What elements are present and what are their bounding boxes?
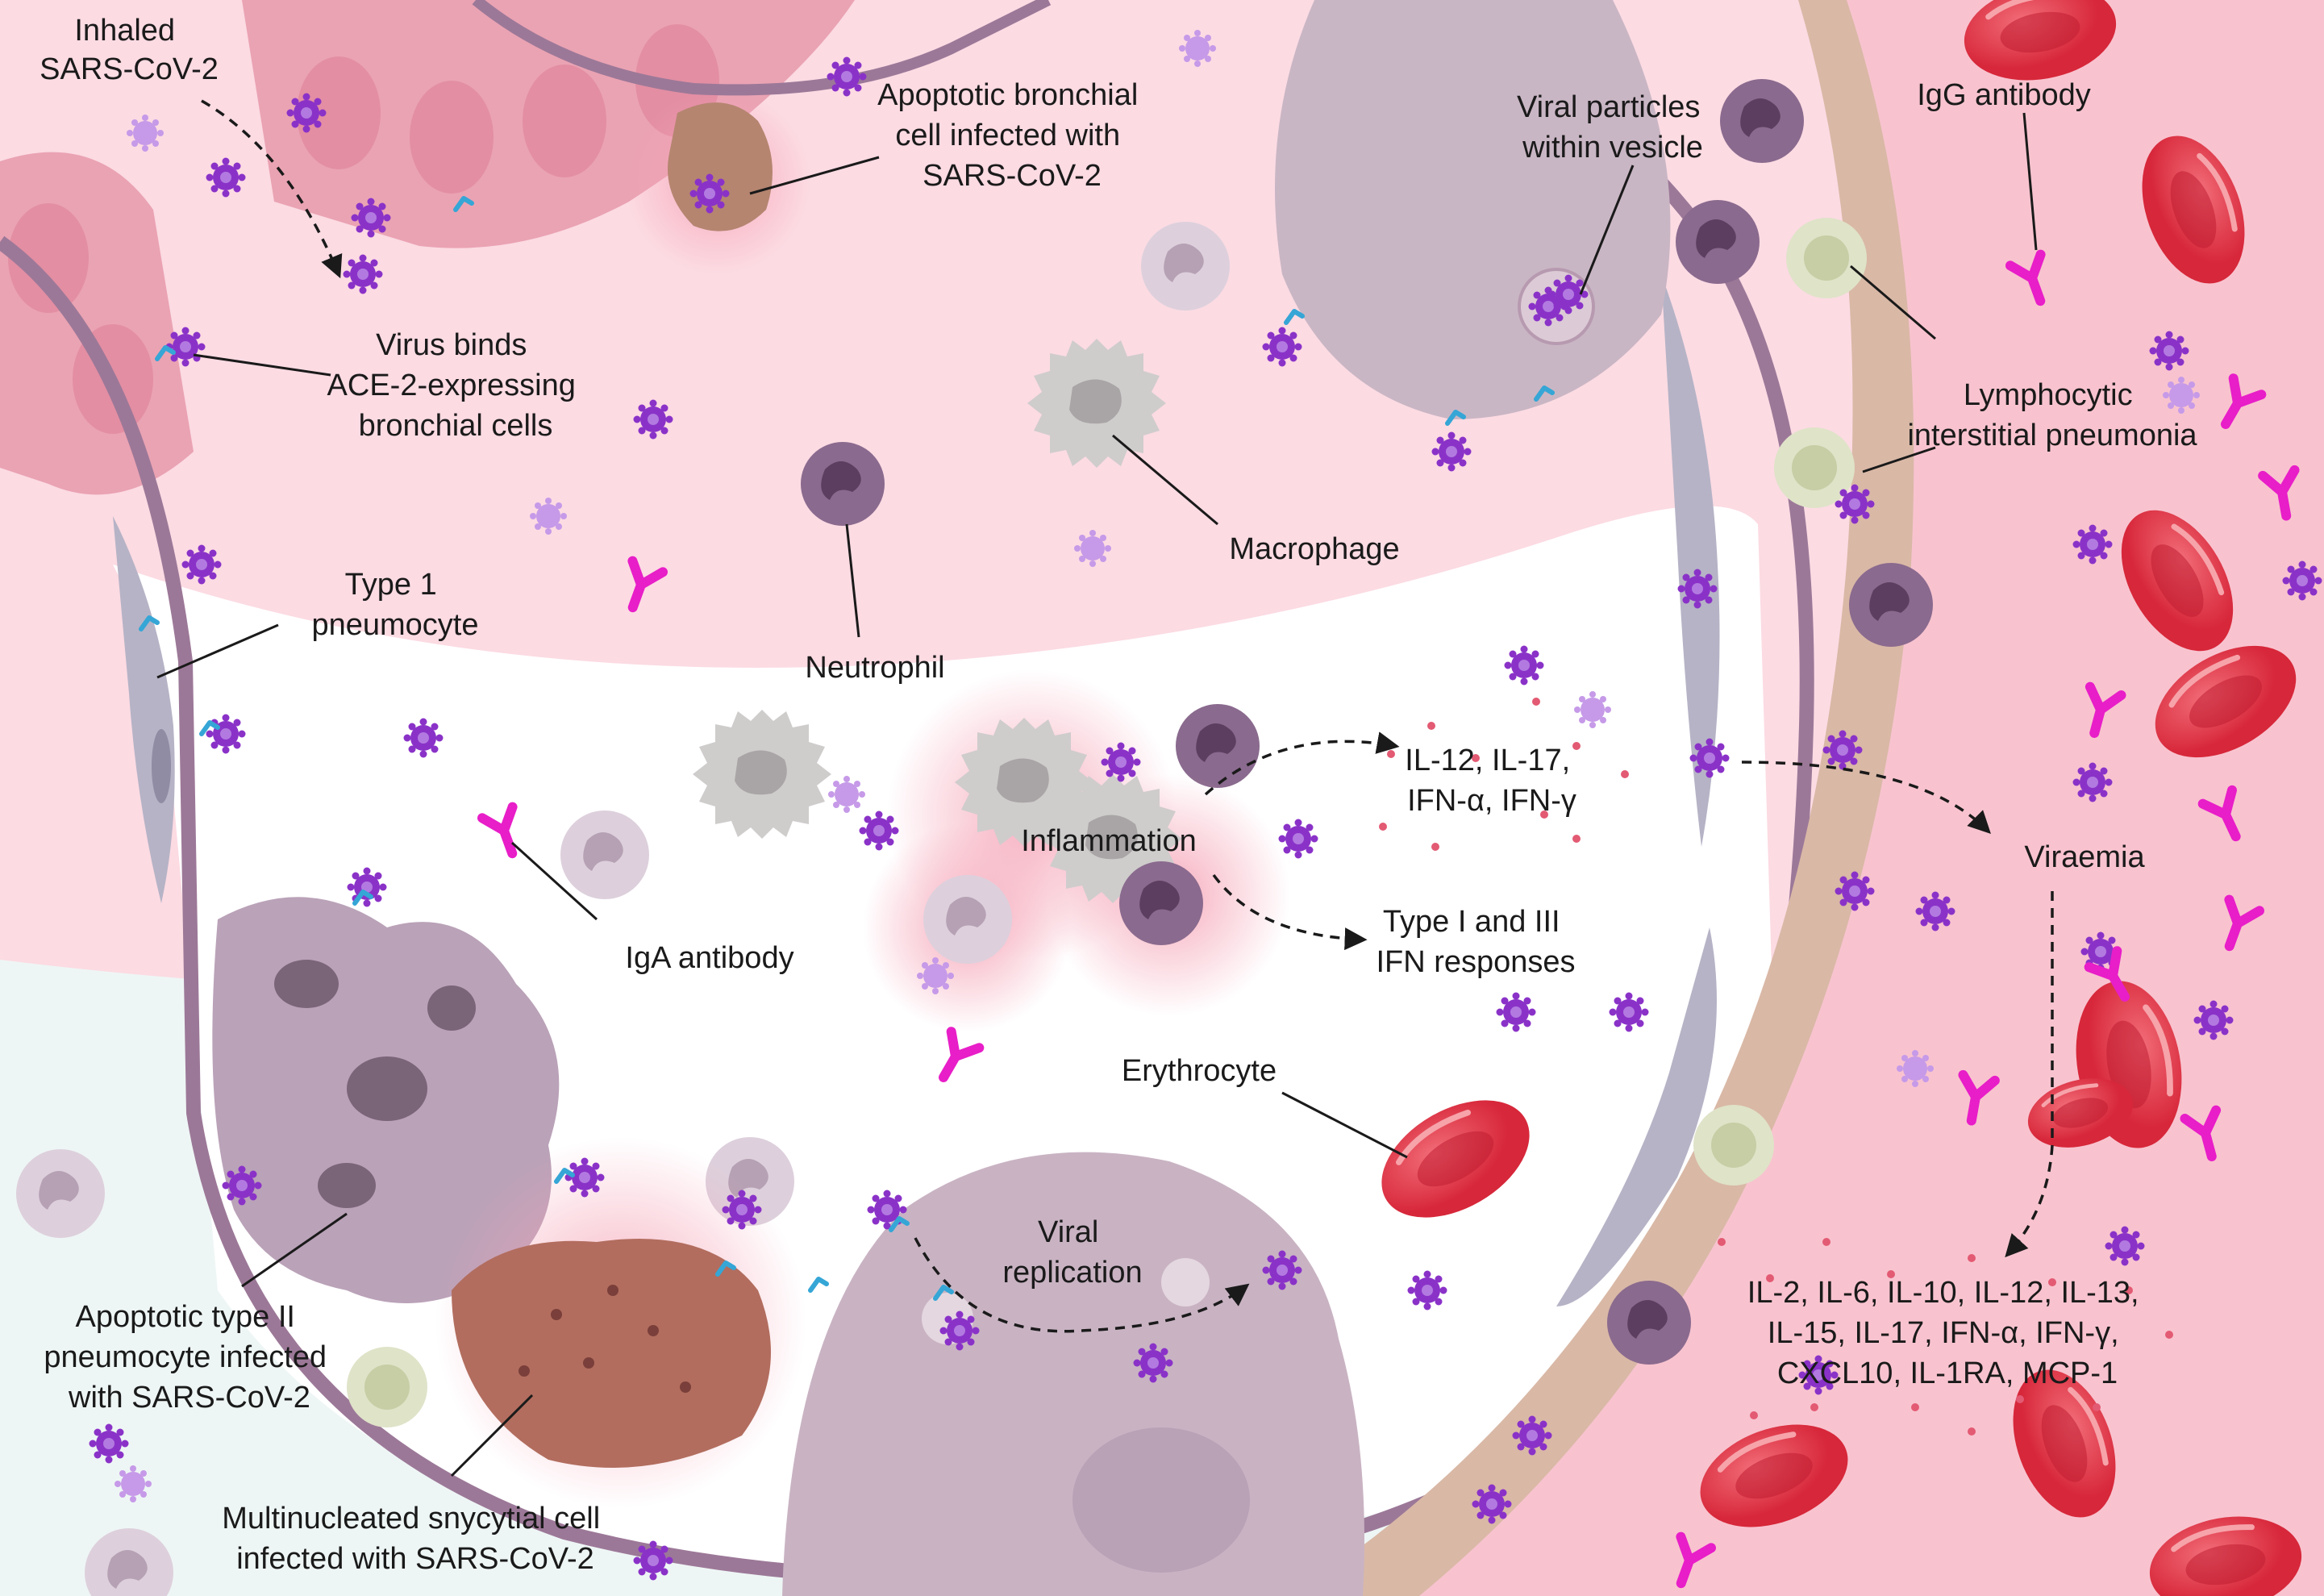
arrow-viraemia-to-systemic (2005, 891, 2054, 1258)
label-iga: IgA antibody (625, 941, 793, 975)
apoptotic-type2-nuclei (274, 960, 476, 1208)
infected-pneumocyte-nucleus (1072, 1427, 1250, 1573)
label-apoptotic-type2: Apoptotic type II pneumocyte infected wi… (44, 1300, 335, 1415)
inflammation-cluster (863, 669, 1290, 1032)
type1-pneumocyte-cell (113, 516, 175, 903)
virus-vesicle-right (1161, 1258, 1210, 1306)
type1-pneumocyte-nucleus (152, 729, 171, 803)
cytokine-dots (1379, 698, 2173, 1436)
labels: Inhaled SARS-CoV-2 Virus binds ACE-2-exp… (40, 14, 2197, 1576)
arrow-inflammation-to-ifn (1212, 873, 1368, 951)
arrow-inhaled-to-binding (201, 99, 343, 279)
syncytial-cell (452, 1239, 771, 1468)
label-cytokines-systemic: IL-2, IL-6, IL-10, IL-12, IL-13, IL-15, … (1747, 1276, 2147, 1390)
virus-in-bronchial-cell (689, 173, 730, 214)
label-igg: IgG antibody (1917, 78, 2090, 112)
label-cytokines-local: IL-12, IL-17, IFN-α, IFN-γ (1405, 744, 1578, 818)
label-erythrocyte: Erythrocyte (1122, 1054, 1277, 1088)
right-pneumocyte-cells (1661, 274, 1720, 847)
label-inhaled: Inhaled SARS-CoV-2 (40, 14, 219, 86)
label-inflammation: Inflammation (1021, 824, 1197, 858)
arrow-viral-replication (914, 1237, 1250, 1333)
label-viraemia: Viraemia (2024, 840, 2145, 874)
process-arrows (201, 99, 2054, 1333)
label-ifn-responses: Type I and III IFN responses (1376, 905, 1575, 979)
alveolar-wall-inner (472, 0, 1052, 96)
label-viral-replication: Viral replication (1002, 1215, 1142, 1290)
label-viral-particles: Viral particles within vesicle (1517, 90, 1709, 165)
label-lymphocytic: Lymphocytic interstitial pneumonia (1907, 378, 2197, 452)
label-neutrophil: Neutrophil (805, 651, 944, 685)
label-macrophage: Macrophage (1229, 532, 1399, 566)
arrow-inflammation-to-cytokines (1204, 731, 1400, 796)
label-apoptotic-bronchial: Apoptotic bronchial cell infected with S… (877, 78, 1147, 193)
syncytial-nuclei (519, 1285, 691, 1393)
alveolar-macrophage (1275, 0, 1671, 419)
label-virus-binds: Virus binds ACE-2-expressing bronchial c… (327, 328, 585, 443)
label-type1: Type 1 pneumocyte (311, 568, 478, 642)
right-pneumocyte-lower (1556, 927, 1717, 1306)
label-syncytial: Multinucleated snycytial cell infected w… (222, 1502, 608, 1576)
blood-vessel-lumen (1419, 0, 2324, 1596)
leader-lines (156, 112, 2038, 1477)
apoptotic-bronchial-cell (668, 102, 773, 231)
